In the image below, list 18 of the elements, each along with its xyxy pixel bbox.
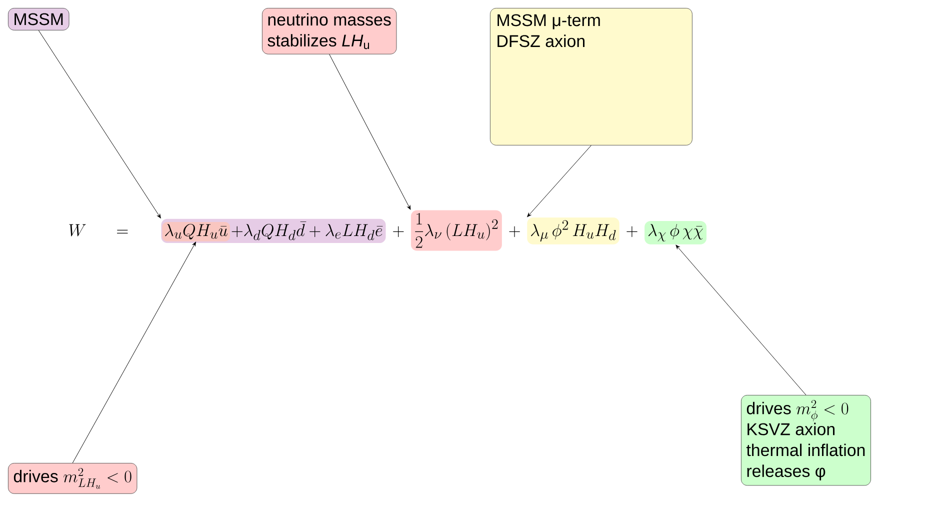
equation-symbol: $+$	[626, 226, 638, 238]
annotation-box: $\text{drives } m_\phi^2 < 0$ KSVZ axion thermal inflation releases φ	[741, 395, 871, 486]
arrow	[329, 54, 411, 210]
arrow	[72, 242, 196, 464]
annotation-box: MSSM μ-term DFSZ axion	[490, 8, 692, 146]
annotation-box: MSSM	[8, 8, 70, 30]
arrow	[676, 244, 806, 396]
highlighted-term: $\lambda_u QH_u\bar{u}$	[162, 222, 230, 242]
equation-symbol: $+$	[509, 226, 520, 238]
arrow	[527, 145, 592, 218]
arrow	[38, 30, 161, 218]
highlighted-term: $\lambda_\mu\,\phi^2\,H_u H_d$	[527, 218, 620, 244]
annotation-box: $\text{drives } m_{LH_u}^2 < 0$	[8, 463, 138, 494]
annotation-box: neutrino masses stabilizes LH$_{u}$	[262, 8, 397, 54]
highlighted-term: $\frac{1}{2}\lambda_\nu\,(LH_u)^2$	[410, 210, 502, 251]
equation-symbol: $W$	[69, 224, 86, 236]
highlighted-term: $\lambda_\chi\,\phi\,\chi\bar{\chi}$	[644, 221, 706, 244]
equation-symbol: $=$	[117, 230, 128, 234]
